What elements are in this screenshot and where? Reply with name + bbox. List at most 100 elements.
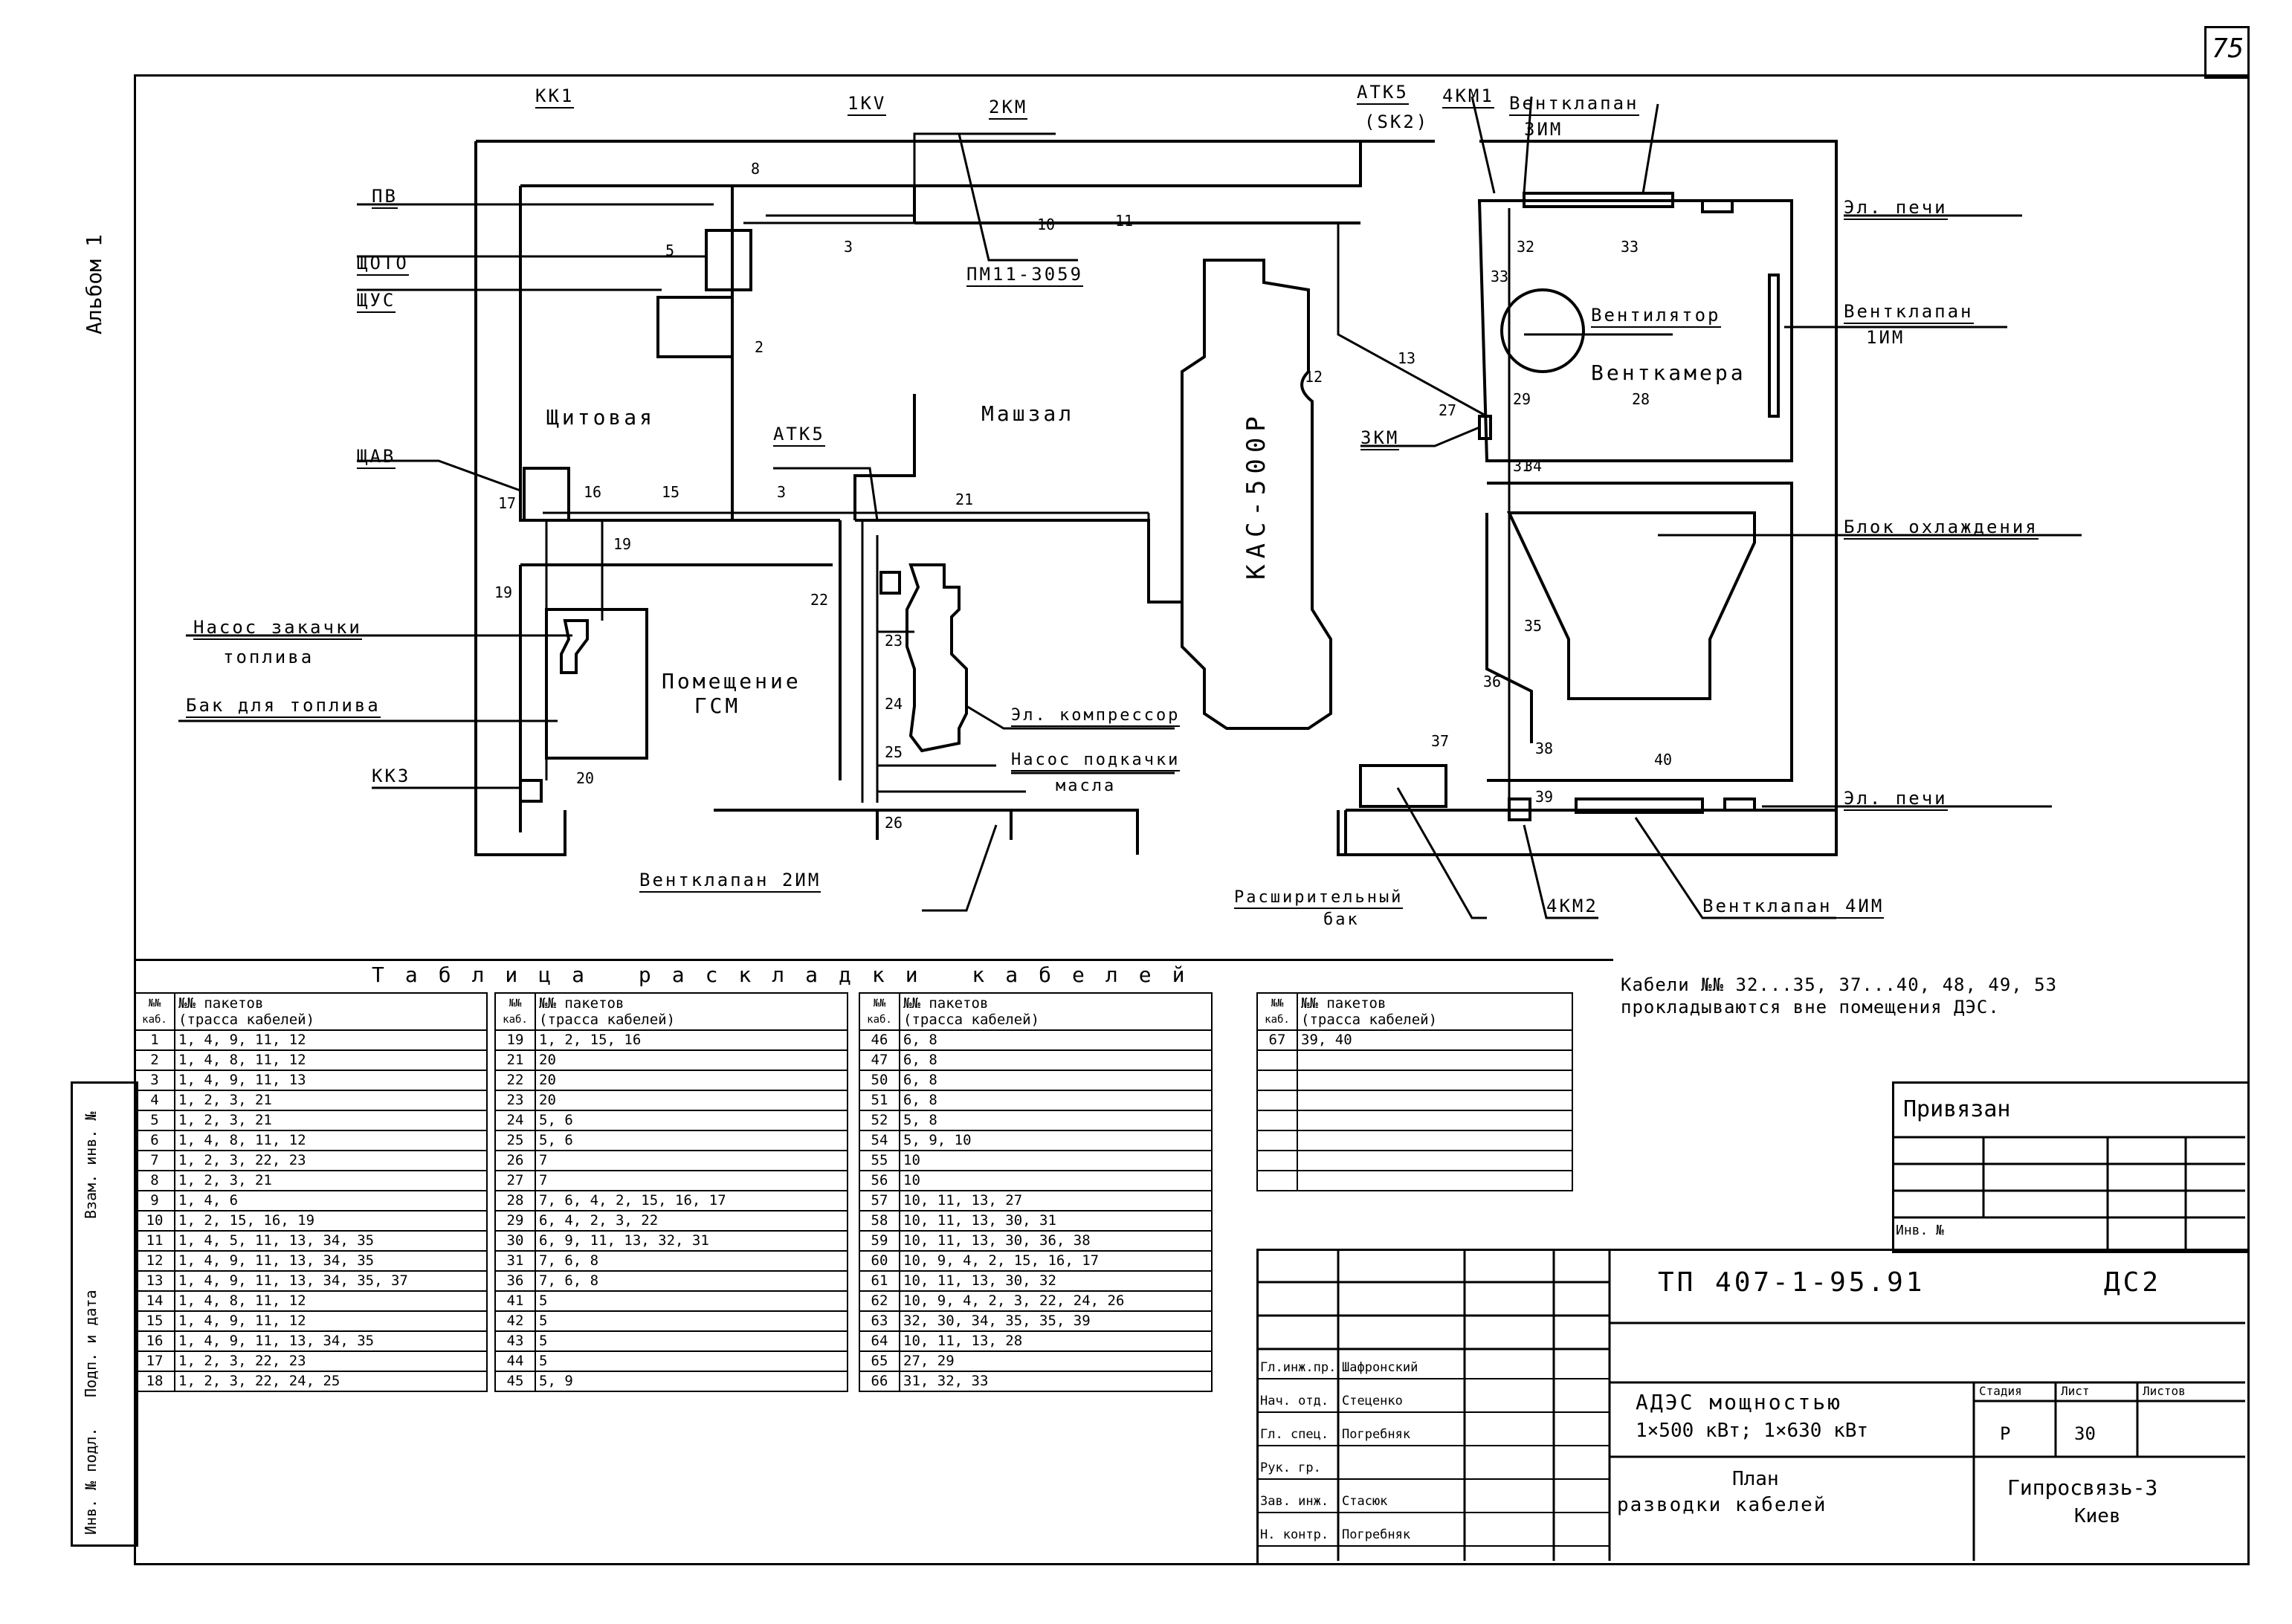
fuel-pump-outline [560, 619, 589, 674]
signature-name: Стеценко [1342, 1394, 1403, 1408]
pack-route-cell: 32, 30, 34, 35, 35, 39 [899, 1310, 1213, 1332]
label-expansion-tank-2: бак [1323, 910, 1360, 929]
cable-number-cell: 58 [859, 1210, 900, 1232]
page-number: 75 [2212, 33, 2244, 64]
pack-route-cell: 10, 11, 13, 30, 31 [899, 1210, 1213, 1232]
pack-route-cell [1297, 1130, 1573, 1151]
cable-number-cell: 31 [494, 1250, 536, 1272]
cable-number-cell: 62 [859, 1290, 900, 1312]
cable-route [743, 221, 1488, 418]
table-row [1256, 1090, 1573, 1111]
cable-number-cell: 66 [859, 1371, 900, 1392]
stage-header: Стадия [1979, 1384, 2022, 1398]
pack-route-cell: 20 [535, 1070, 848, 1091]
cable-number-cell: 16 [134, 1330, 175, 1352]
expansion-tank-outline [1359, 764, 1447, 808]
drawing-frame [134, 74, 2250, 1565]
cable-number-cell: 19 [494, 1029, 536, 1051]
room-vent-chamber: Венткамера [1591, 360, 1746, 385]
cable-route [543, 511, 1150, 602]
kk3-box [519, 779, 543, 803]
pack-route-cell: 1, 2, 3, 21 [174, 1170, 488, 1191]
cable-number: 20 [576, 769, 595, 787]
label-3km: 3КМ [1360, 427, 1400, 450]
pack-route-cell: 6, 9, 11, 13, 32, 31 [535, 1230, 848, 1252]
pack-route-cell: 5, 6 [535, 1110, 848, 1131]
col-header-pack: №№ пакетов(трасса кабелей) [535, 992, 848, 1031]
cable-number: 27 [1439, 401, 1457, 419]
label-expansion-tank-1: Расширительный [1234, 888, 1404, 909]
pack-route-cell: 6, 8 [899, 1049, 1213, 1071]
cable-number: 24 [885, 695, 903, 713]
cable-number-cell [1256, 1090, 1298, 1111]
drawing-title-1: План [1732, 1468, 1779, 1490]
cable-number: 33 [1491, 268, 1509, 285]
signature-role: Гл.инж.пр. [1260, 1360, 1337, 1375]
signature-divider [1256, 1478, 1610, 1480]
leader [1471, 96, 1659, 194]
cable-number-cell: 67 [1256, 1029, 1298, 1051]
cable-number: 19 [494, 583, 513, 601]
cable-number: 16 [584, 483, 602, 501]
pack-route-cell: 5 [535, 1350, 848, 1372]
label-ventvalve-3-2: 3ИМ [1524, 119, 1563, 140]
pack-route-cell: 1, 4, 5, 11, 13, 34, 35 [174, 1230, 488, 1252]
cooling-block-outline [1506, 511, 1756, 700]
label-ventvalve-3-1: Вентклапан [1509, 93, 1639, 116]
cable-number: 25 [885, 743, 903, 761]
table-row [1256, 1150, 1573, 1171]
cable-number-cell: 52 [859, 1110, 900, 1131]
label-cooling-block: Блок охлаждения [1844, 517, 2038, 540]
cable-number: 8 [751, 160, 761, 178]
cable-number: 38 [1535, 740, 1554, 757]
ventvalve-3-outline [1523, 192, 1674, 208]
cable-number-cell: 43 [494, 1330, 536, 1352]
pack-route-cell: 10, 11, 13, 30, 32 [899, 1270, 1213, 1292]
signature-divider [1256, 1445, 1610, 1446]
page-number-box [2204, 26, 2250, 79]
binding-title: Привязан [1903, 1096, 2011, 1122]
cable-number-cell: 42 [494, 1310, 536, 1332]
label-kk3: КК3 [372, 766, 411, 789]
cable-number: 2 [755, 338, 764, 356]
cable-number-cell: 3 [134, 1070, 175, 1091]
col-header-pack: №№ пакетов(трасса кабелей) [1297, 992, 1573, 1031]
pack-route-cell: 5, 6 [535, 1130, 848, 1151]
fan-outline [1500, 288, 1585, 373]
cable-number: 26 [885, 814, 903, 832]
el-heater-top-outline [1701, 199, 1734, 213]
cable-number-cell: 10 [134, 1210, 175, 1232]
signature-name: Стасюк [1342, 1494, 1388, 1509]
label-el-heater-top: Эл. печи [1844, 197, 1948, 220]
cable-number-cell: 63 [859, 1310, 900, 1332]
cable-number-cell: 41 [494, 1290, 536, 1312]
pack-route-cell: 10, 11, 13, 30, 36, 38 [899, 1230, 1213, 1252]
pack-route-cell: 1, 4, 9, 11, 12 [174, 1029, 488, 1051]
doc-code: ТП 407-1-95.91 [1658, 1267, 1925, 1298]
cable-number: 39 [1535, 788, 1554, 806]
label-atk5-right-1: АТК5 [1357, 82, 1409, 105]
cable-number-cell: 25 [494, 1130, 536, 1151]
cable-number: 37 [1431, 732, 1450, 750]
cable-number-cell: 5 [134, 1110, 175, 1131]
